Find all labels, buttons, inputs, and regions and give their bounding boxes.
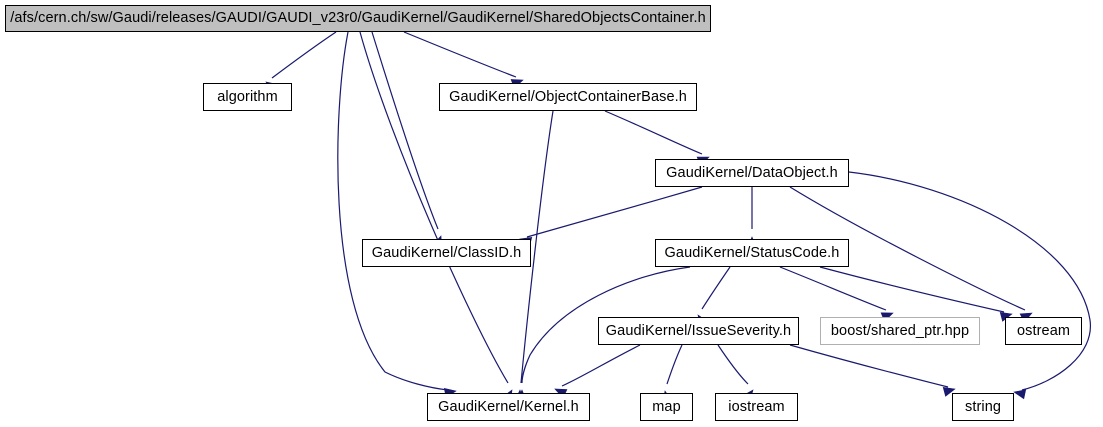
node-objectcontainerbase-h-label: GaudiKernel/ObjectContainerBase.h bbox=[449, 88, 687, 105]
node-dataobject-h[interactable]: GaudiKernel/DataObject.h bbox=[655, 159, 849, 187]
node-classid-h[interactable]: GaudiKernel/ClassID.h bbox=[362, 239, 531, 267]
node-algorithm[interactable]: algorithm bbox=[203, 83, 292, 111]
node-statuscode-h[interactable]: GaudiKernel/StatusCode.h bbox=[655, 239, 849, 267]
edge-dataobject-to-string bbox=[848, 171, 1091, 400]
node-boost-shared-ptr-hpp[interactable]: boost/shared_ptr.hpp bbox=[820, 317, 980, 345]
edge-statuscode-to-sharedptr bbox=[779, 266, 894, 322]
node-dataobject-h-label: GaudiKernel/DataObject.h bbox=[666, 164, 838, 181]
node-algorithm-label: algorithm bbox=[217, 88, 278, 105]
node-kernel-h[interactable]: GaudiKernel/Kernel.h bbox=[427, 393, 590, 421]
edge-root-to-classid bbox=[371, 31, 442, 249]
node-sharedobjectscontainer-h-label: /afs/cern.ch/sw/Gaudi/releases/GAUDI/GAU… bbox=[10, 10, 706, 27]
edge-dataobject-to-classid bbox=[519, 186, 703, 247]
node-issueseverity-h[interactable]: GaudiKernel/IssueSeverity.h bbox=[598, 317, 799, 345]
node-classid-h-label: GaudiKernel/ClassID.h bbox=[371, 244, 522, 261]
edge-statuscode-to-ostream bbox=[819, 266, 1013, 322]
edge-root-to-objectcontainerbase bbox=[403, 31, 524, 89]
node-sharedobjectscontainer-h[interactable]: /afs/cern.ch/sw/Gaudi/releases/GAUDI/GAU… bbox=[5, 5, 711, 32]
node-ostream-label: ostream bbox=[1016, 322, 1071, 339]
node-objectcontainerbase-h[interactable]: GaudiKernel/ObjectContainerBase.h bbox=[439, 83, 697, 111]
node-iostream-label: iostream bbox=[728, 398, 785, 415]
node-kernel-h-label: GaudiKernel/Kernel.h bbox=[438, 398, 579, 415]
node-issueseverity-h-label: GaudiKernel/IssueSeverity.h bbox=[605, 322, 792, 339]
node-map[interactable]: map bbox=[640, 393, 693, 421]
edge-issueseverity-to-kernel bbox=[554, 344, 641, 399]
node-ostream[interactable]: ostream bbox=[1005, 317, 1082, 345]
node-string-label: string bbox=[964, 398, 1002, 415]
node-string[interactable]: string bbox=[952, 393, 1014, 421]
node-boost-shared-ptr-hpp-label: boost/shared_ptr.hpp bbox=[830, 322, 970, 339]
edge-issueseverity-to-string bbox=[789, 344, 956, 397]
node-map-label: map bbox=[652, 398, 681, 415]
node-statuscode-h-label: GaudiKernel/StatusCode.h bbox=[664, 244, 840, 261]
node-iostream[interactable]: iostream bbox=[715, 393, 798, 421]
edge-objectcontainerbase-to-dataobject bbox=[604, 110, 710, 167]
